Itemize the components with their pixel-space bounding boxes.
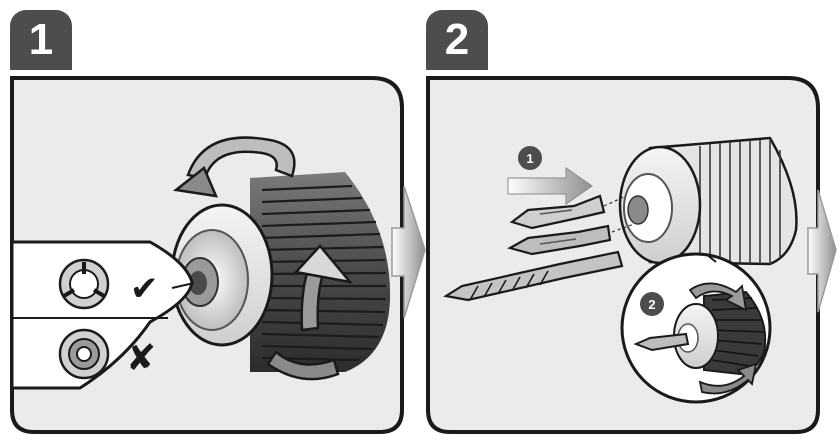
screwdriver-bit-icon xyxy=(507,224,612,256)
next-step-arrow-icon xyxy=(807,189,837,313)
next-step-arrow-icon xyxy=(391,185,426,319)
step-2-badge: 2 xyxy=(426,10,488,70)
check-icon: ✔ xyxy=(130,269,159,309)
panel-1: ✔ ✘ xyxy=(10,76,404,434)
step-1-badge: 1 xyxy=(10,10,72,70)
tighten-detail-inset: 2 xyxy=(620,252,772,404)
svg-text:2: 2 xyxy=(648,297,655,312)
insert-direction-arrow-icon xyxy=(507,167,593,205)
drill-bit-icon xyxy=(443,250,624,302)
alignment-guide xyxy=(603,195,635,233)
screwdriver-bit-icon xyxy=(509,194,606,230)
round-bit-icon xyxy=(58,328,110,380)
bit-compatibility-inset: ✔ ✘ xyxy=(12,240,195,390)
cross-icon: ✘ xyxy=(126,338,156,379)
hex-bit-icon xyxy=(58,258,110,310)
rotation-arrow-icon xyxy=(266,244,354,381)
svg-text:1: 1 xyxy=(526,151,533,166)
substep-2-badge: 2 xyxy=(640,292,664,316)
panel-2: 1 xyxy=(426,76,820,434)
substep-1-badge: 1 xyxy=(518,146,542,170)
rotation-arrow-icon xyxy=(172,136,296,198)
drill-chuck-icon xyxy=(618,136,798,266)
